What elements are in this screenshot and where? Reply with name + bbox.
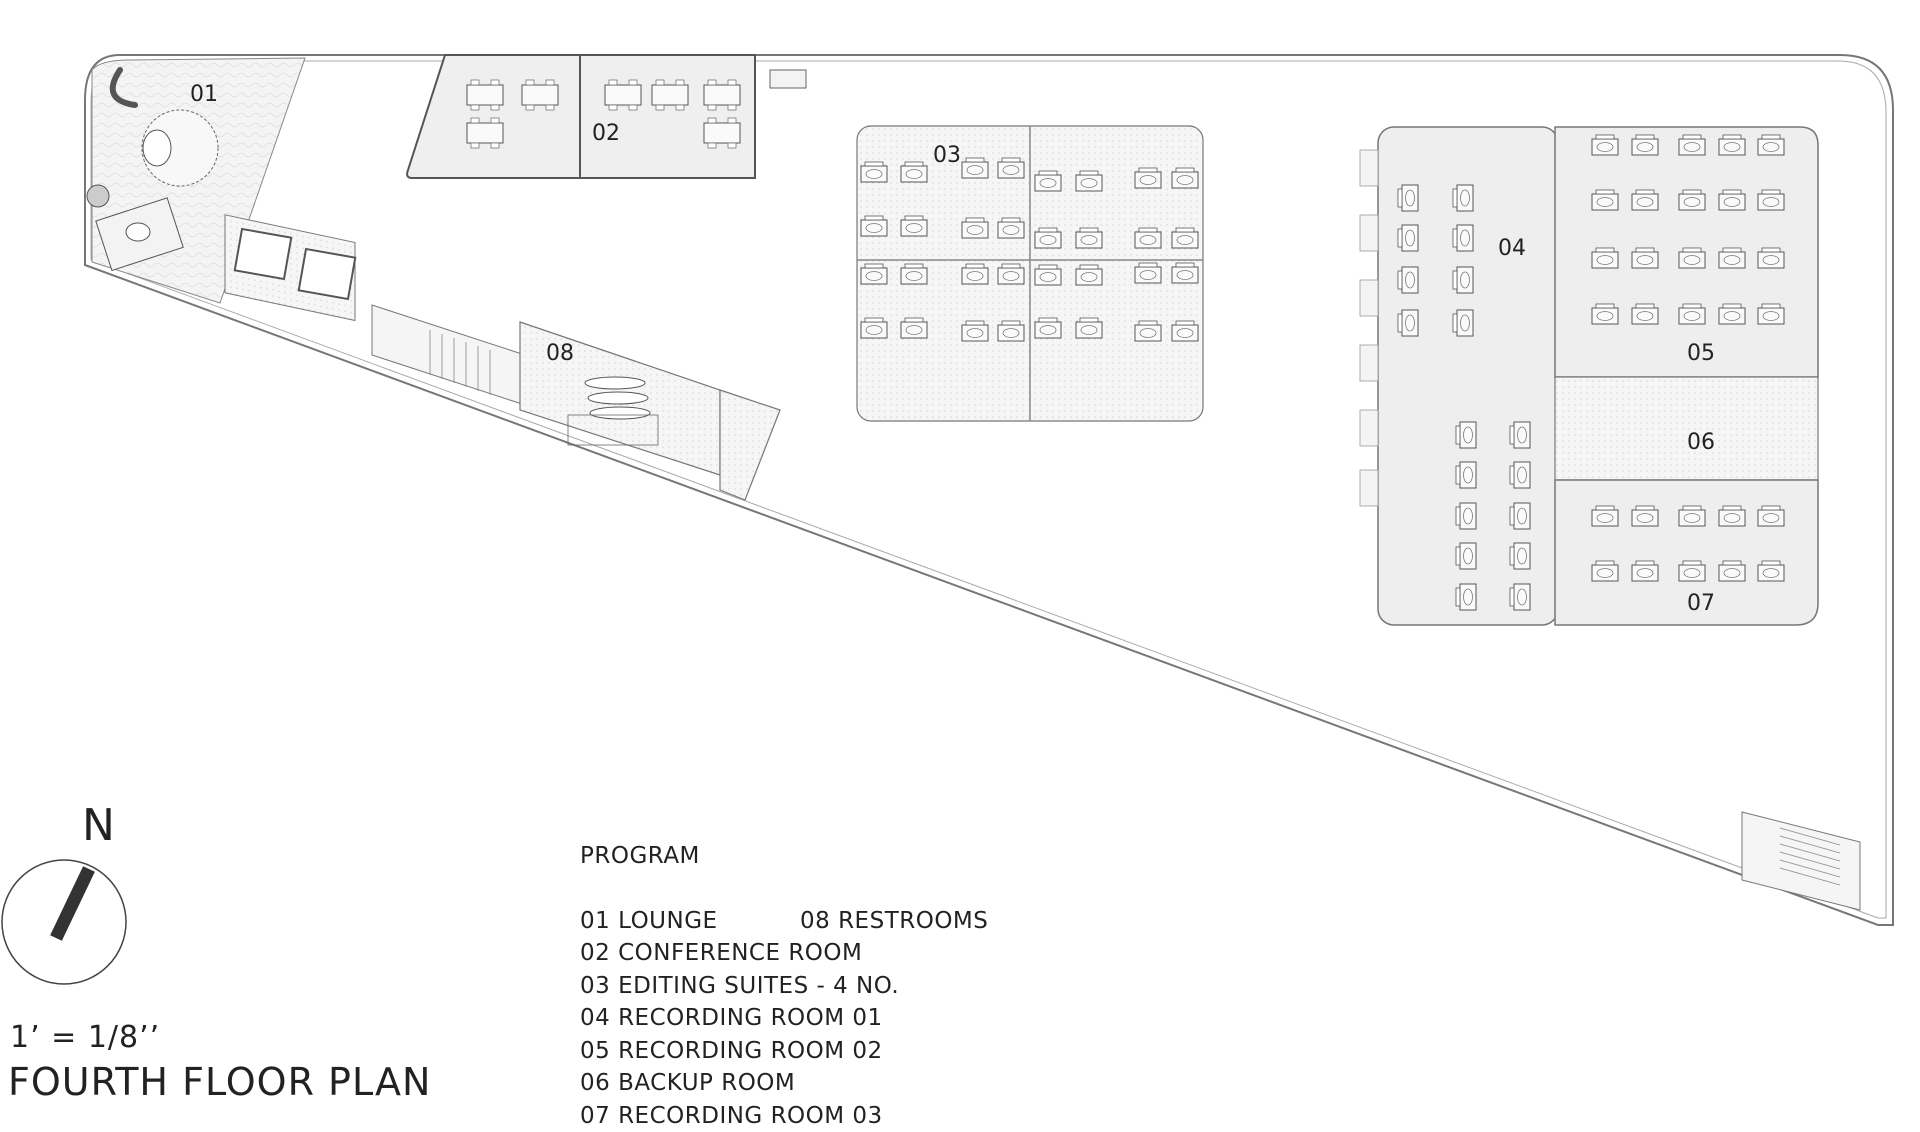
north-arrow-icon bbox=[2, 860, 126, 984]
room-06-backup bbox=[1555, 377, 1818, 480]
program-list-col2: 08 RESTROOMS bbox=[800, 905, 988, 938]
program-item: 03 EDITING SUITES - 4 NO. bbox=[580, 970, 1140, 1003]
room-02-conference bbox=[407, 55, 806, 178]
program-list: 01 LOUNGE 02 CONFERENCE ROOM 03 EDITING … bbox=[580, 905, 1140, 1132]
room-label-06: 06 bbox=[1687, 430, 1715, 455]
room-label-01: 01 bbox=[190, 82, 218, 107]
scale-note: 1’ = 1/8’’ bbox=[10, 1020, 160, 1055]
room-label-02: 02 bbox=[592, 121, 620, 146]
room-label-07: 07 bbox=[1687, 591, 1715, 616]
room-label-05: 05 bbox=[1687, 341, 1715, 366]
room-04-recording-01 bbox=[1360, 127, 1558, 625]
plan-title: FOURTH FLOOR PLAN bbox=[8, 1060, 431, 1104]
room-03-editing-suites bbox=[857, 126, 1203, 421]
stair-east bbox=[1742, 812, 1860, 910]
room-label-04: 04 bbox=[1498, 236, 1526, 261]
program-item: 02 CONFERENCE ROOM bbox=[580, 937, 1140, 970]
elevators bbox=[225, 215, 355, 321]
stair-west bbox=[372, 305, 525, 405]
room-05-recording-02 bbox=[1555, 127, 1818, 377]
program-item: 06 BACKUP ROOM bbox=[580, 1067, 1140, 1100]
room-label-03: 03 bbox=[933, 143, 961, 168]
program-item: 05 RECORDING ROOM 02 bbox=[580, 1035, 1140, 1068]
program-legend: PROGRAM 01 LOUNGE 02 CONFERENCE ROOM 03 … bbox=[580, 840, 1140, 1132]
room-label-08: 08 bbox=[546, 341, 574, 366]
north-letter: N bbox=[82, 800, 115, 851]
program-heading: PROGRAM bbox=[580, 840, 1140, 873]
program-item: 08 RESTROOMS bbox=[800, 905, 988, 938]
program-item: 04 RECORDING ROOM 01 bbox=[580, 1002, 1140, 1035]
program-item: 07 RECORDING ROOM 03 bbox=[580, 1100, 1140, 1132]
